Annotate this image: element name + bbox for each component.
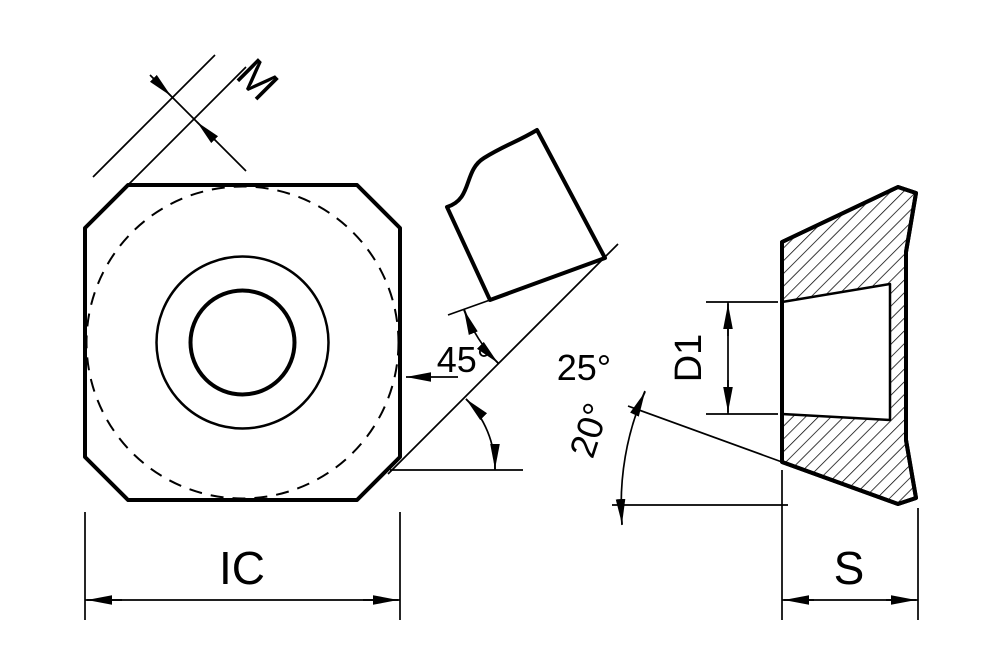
dimension-arrow (615, 498, 626, 525)
counterbore-circle (155, 255, 330, 430)
section-hatching (782, 187, 916, 504)
dim-label-ic: IC (219, 542, 265, 594)
lead-angle-dimensions: 45° 25° (387, 243, 619, 475)
dimension-arrow (463, 309, 478, 335)
lead-angle-line (387, 243, 619, 475)
extension-line (127, 66, 247, 186)
center-hole (188, 288, 297, 397)
dimension-arrow (630, 391, 646, 417)
dimension-d1: D1 (668, 301, 778, 415)
dimension-arrow (149, 74, 172, 97)
dimension-arrow (465, 398, 488, 421)
extension-line (92, 54, 216, 178)
edge-extension-line (447, 299, 491, 316)
dimension-arrow (196, 121, 219, 144)
hole-profile-lines (781, 282, 892, 422)
inscribed-circle-dashed (85, 185, 400, 500)
insert-face-view (83, 183, 402, 502)
dimension-ic: IC (84, 512, 401, 620)
dimension-s: S (781, 470, 919, 620)
flank-extension-line (627, 405, 783, 463)
dim-label-d1: D1 (668, 334, 710, 383)
dimension-arrow (476, 341, 499, 364)
dim-label-s: S (834, 542, 865, 594)
side-view-outline-overlay (780, 185, 918, 506)
insert-face-outline (83, 183, 402, 502)
insert-side-view (780, 185, 918, 506)
edge-section-shape (445, 128, 607, 302)
edge-section-view (445, 128, 607, 302)
dim-label-25: 25° (557, 347, 611, 388)
dim-label-45: 45° (437, 339, 491, 380)
